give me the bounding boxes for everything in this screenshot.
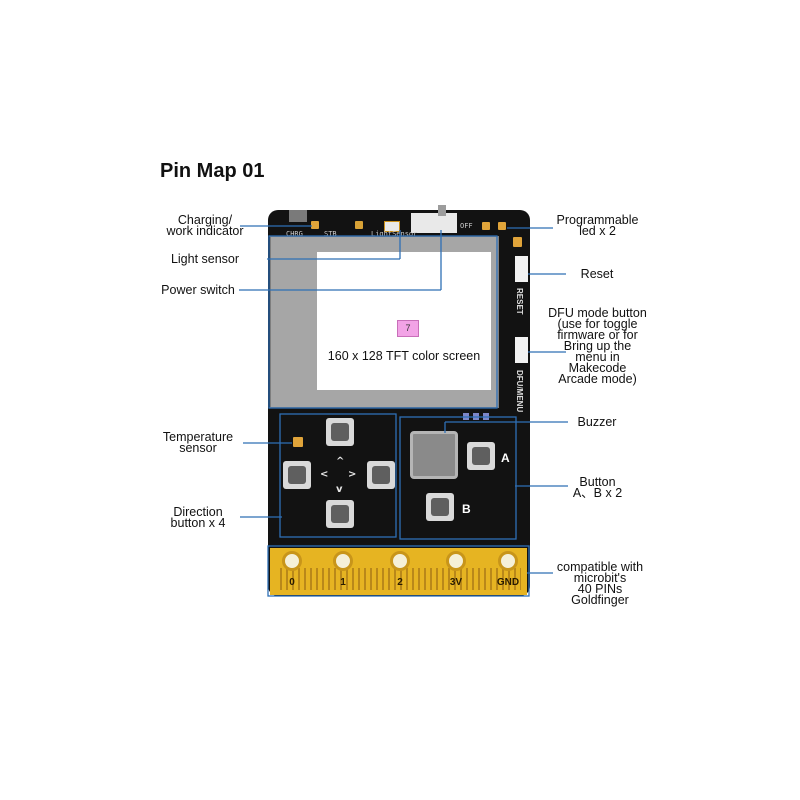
arrow-down-icon: v	[336, 484, 343, 495]
label-light-sensor: Light sensor	[170, 252, 240, 266]
silkscreen-dfu-menu: DFU/MENU	[515, 370, 524, 413]
arrow-left-icon: <	[320, 469, 329, 480]
silkscreen-chrg: CHRG	[286, 230, 303, 238]
button-a[interactable]	[467, 442, 495, 470]
label-charging-indicator: Charging/ work indicator	[166, 213, 244, 238]
outline-screen	[268, 235, 498, 409]
standby-led	[355, 221, 363, 229]
label-buzzer: Buzzer	[577, 415, 617, 429]
label-power-switch: Power switch	[161, 283, 235, 297]
pin-label-2: 2	[397, 577, 403, 588]
silkscreen-light-sensor: LightSensor	[371, 230, 418, 238]
pin-pad-0[interactable]	[282, 551, 302, 571]
dpad-up-button[interactable]	[326, 418, 354, 446]
label-temperature-sensor: Temperature sensor	[162, 430, 234, 455]
button-a-label: A	[501, 451, 510, 465]
button-b-label: B	[462, 502, 471, 516]
usb-connector	[289, 210, 307, 222]
screen-badge: 7	[397, 320, 419, 337]
label-reset: Reset	[580, 267, 614, 281]
outline-buzzer-ab	[399, 416, 517, 540]
dpad-left-button[interactable]	[283, 461, 311, 489]
small-led	[513, 237, 522, 247]
label-dfu-mode-button: DFU mode button (use for toggle firmware…	[548, 306, 647, 386]
power-switch-knob	[438, 205, 446, 216]
arrow-up-icon: ^	[336, 456, 345, 467]
temperature-sensor-chip	[293, 437, 303, 447]
label-goldfinger: compatible with microbit's 40 PINs Goldf…	[556, 560, 644, 607]
label-programmable-led: Programmable led x 2	[556, 213, 639, 238]
silkscreen-stb: STB	[324, 230, 337, 238]
programmable-led-2	[498, 222, 506, 230]
pin-label-1: 1	[340, 577, 346, 588]
light-sensor-chip	[384, 221, 400, 232]
power-switch[interactable]	[411, 213, 457, 233]
outline-goldfinger	[267, 545, 530, 597]
label-button-ab: Button A、B x 2	[572, 475, 623, 500]
dfu-menu-button[interactable]	[515, 337, 528, 363]
dpad-right-button[interactable]	[367, 461, 395, 489]
pin-pad-2[interactable]	[390, 551, 410, 571]
page-title: Pin Map 01	[160, 160, 265, 182]
buzzer	[410, 431, 458, 479]
dpad-down-button[interactable]	[326, 500, 354, 528]
reset-button[interactable]	[515, 256, 528, 282]
button-b[interactable]	[426, 493, 454, 521]
screen-caption: 160 x 128 TFT color screen	[327, 349, 481, 363]
pin-pad-1[interactable]	[333, 551, 353, 571]
goldfinger-teeth	[276, 568, 521, 590]
pin-pad-gnd[interactable]	[498, 551, 518, 571]
silkscreen-reset: RESET	[515, 288, 524, 315]
pin-label-0: 0	[289, 577, 295, 588]
silkscreen-off: OFF	[460, 222, 473, 230]
pin-label-gnd: GND	[496, 577, 520, 588]
charging-led	[311, 221, 319, 229]
arrow-right-icon: >	[348, 469, 357, 480]
pin-label-3v: 3V	[449, 577, 463, 588]
label-direction-buttons: Direction button x 4	[170, 505, 226, 530]
pin-pad-3v[interactable]	[446, 551, 466, 571]
outline-dpad	[279, 413, 397, 538]
programmable-led-1	[482, 222, 490, 230]
